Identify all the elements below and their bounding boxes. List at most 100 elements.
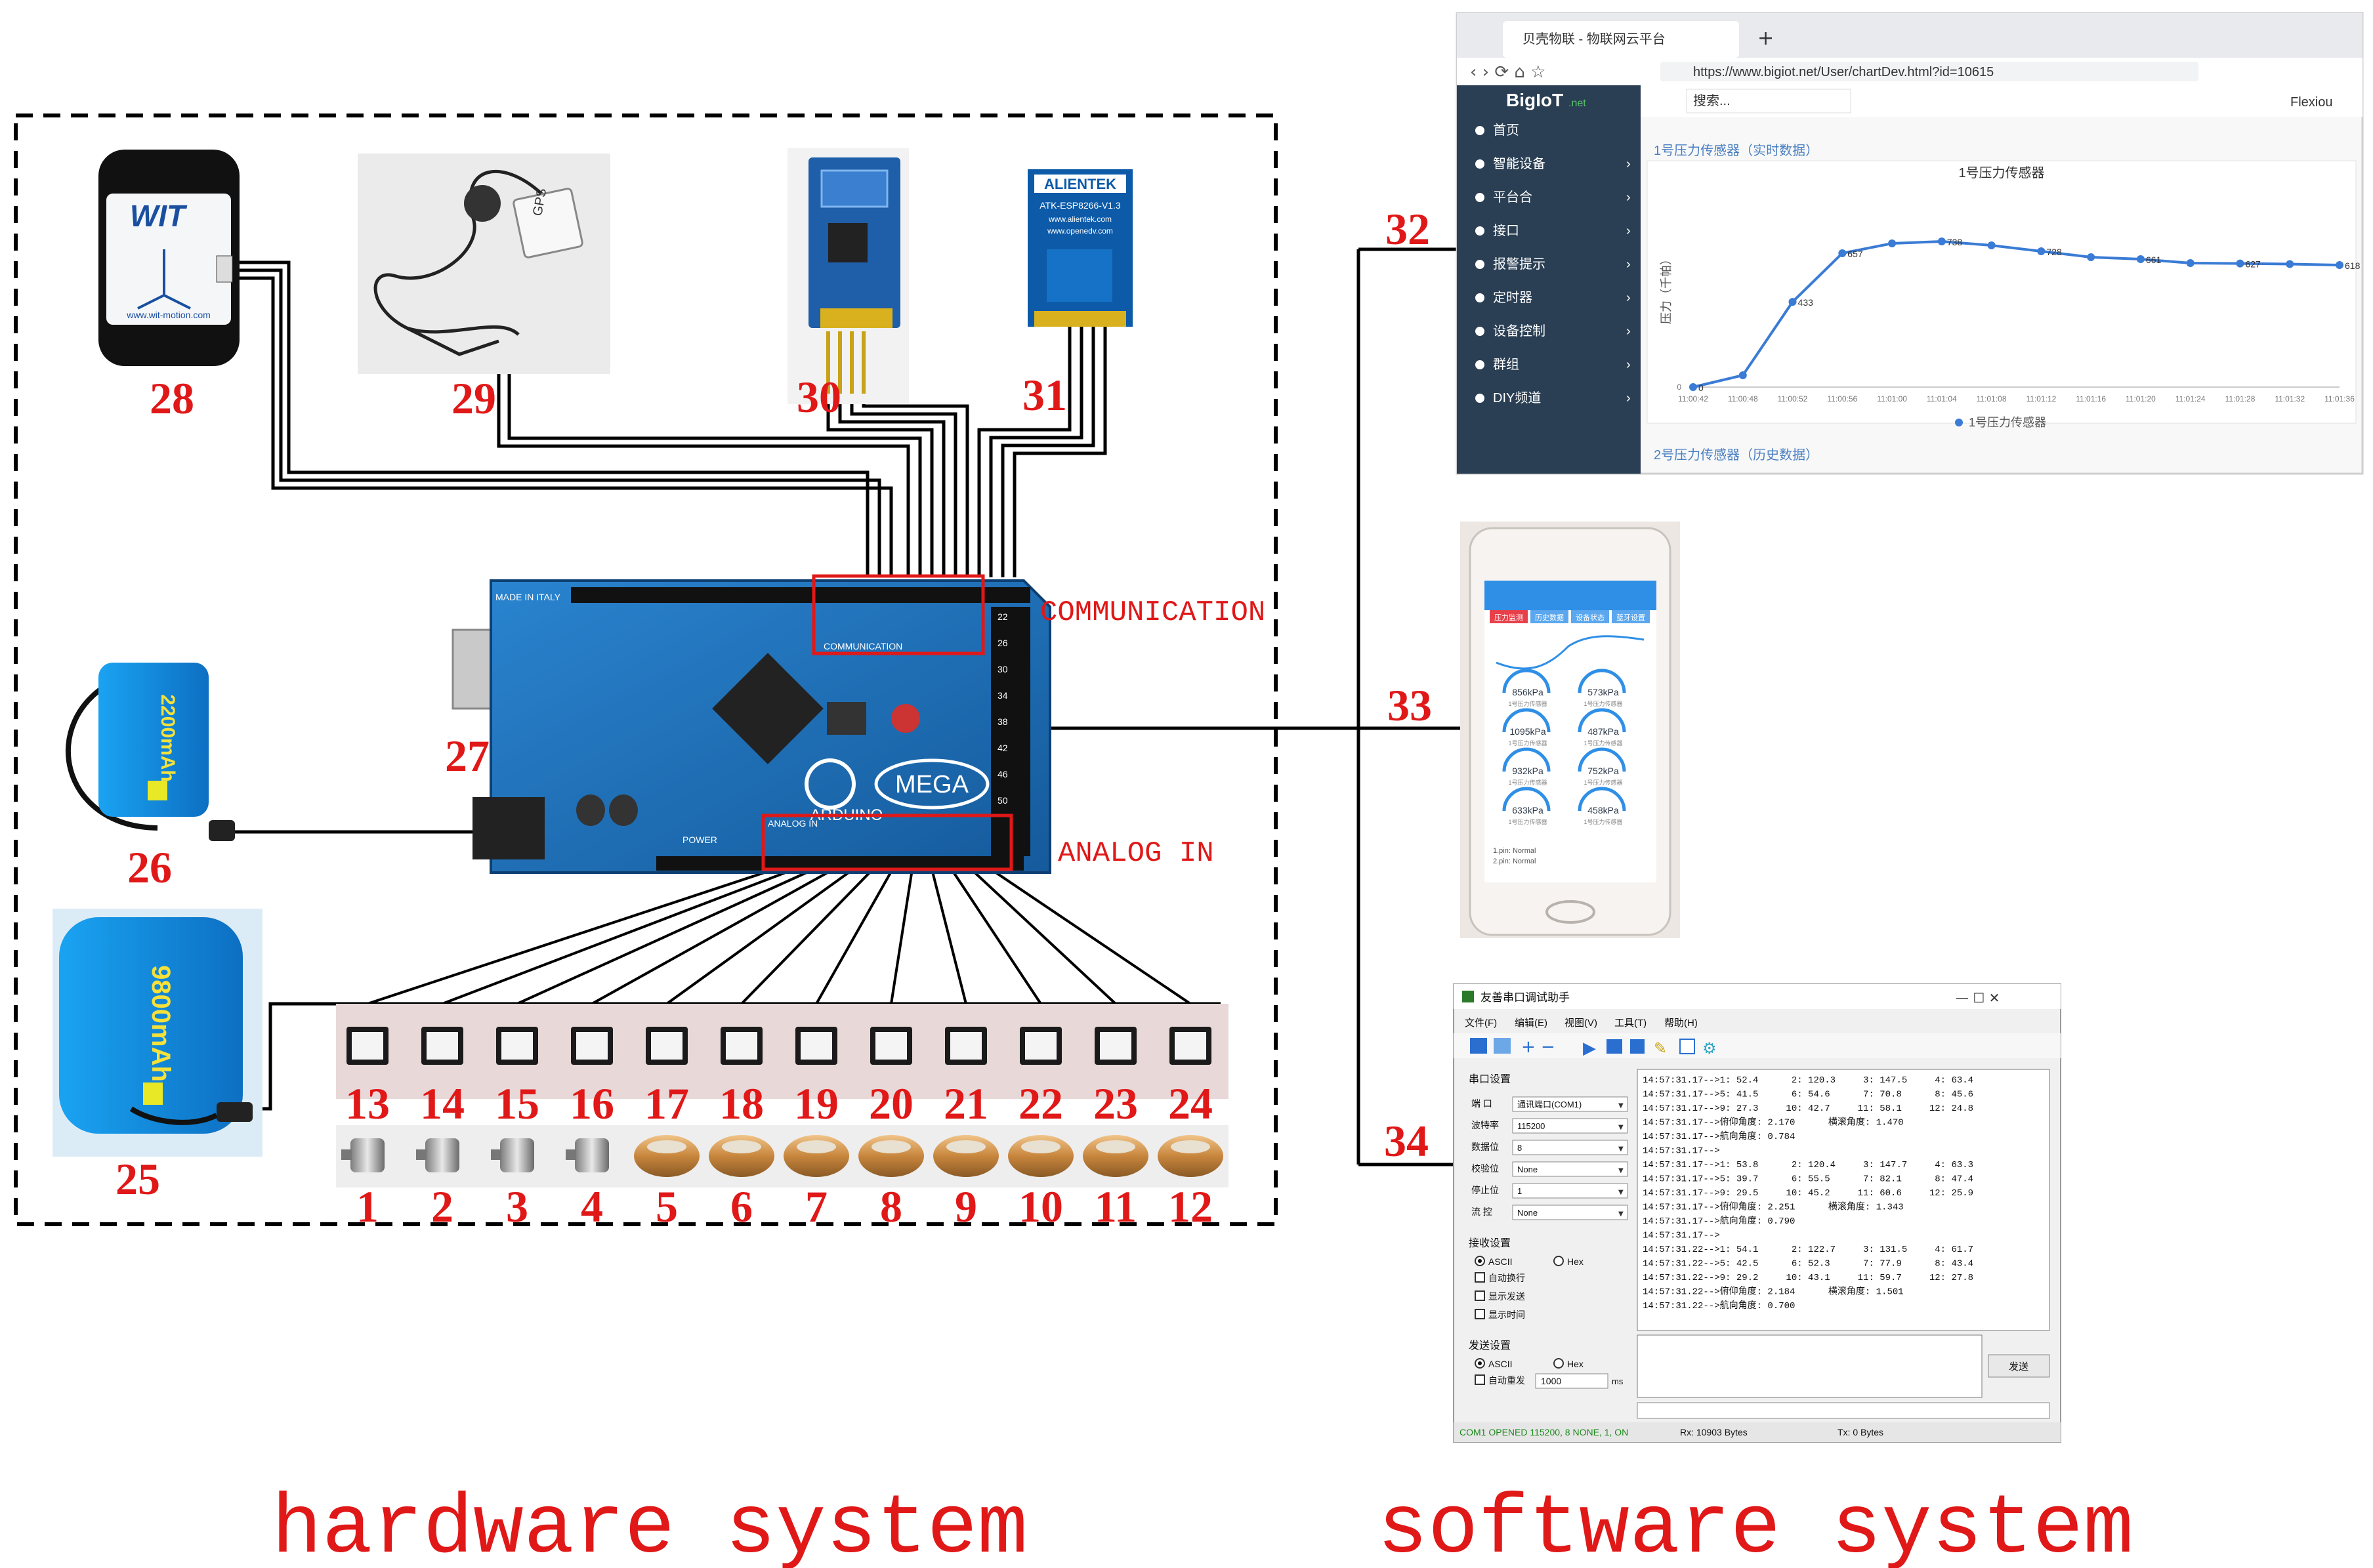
serial-row-select[interactable]: [1512, 1118, 1628, 1134]
web-menu-item[interactable]: 定时器›: [1475, 290, 1631, 305]
chart-point[interactable]: [2136, 255, 2145, 263]
web-menu-label: 接口: [1493, 223, 1519, 238]
serial-row-label: 校验位: [1471, 1163, 1499, 1174]
serial-window-buttons[interactable]: — ☐ ✕: [1956, 990, 2000, 1006]
chart-point[interactable]: [2336, 261, 2343, 269]
chart-point[interactable]: [2037, 247, 2046, 255]
gauge-value: 633kPa: [1512, 805, 1544, 815]
analog-wire-21: [931, 869, 967, 1004]
film-sensor-19: 19: [794, 1027, 839, 1128]
web-search[interactable]: [1686, 89, 1851, 113]
serial-menu-item[interactable]: 编辑(E): [1515, 1018, 1547, 1029]
gauge-arc: [1578, 747, 1626, 772]
chart-x-tick: 11:01:12: [2026, 394, 2056, 403]
chart-x-tick: 11:01:32: [2275, 394, 2305, 403]
recv-option-checkbox[interactable]: [1475, 1290, 1485, 1301]
toolbar-btn-pause[interactable]: [1606, 1039, 1622, 1054]
toolbar-btn-new[interactable]: [1494, 1038, 1511, 1054]
chart-point[interactable]: [1838, 249, 1847, 257]
serial-history-select[interactable]: [1637, 1402, 2050, 1419]
chart-point[interactable]: [1937, 237, 1946, 245]
chevron-down-icon: ▼: [1618, 1167, 1624, 1174]
gauge-value: 1095kPa: [1509, 726, 1545, 737]
serial-menu-item[interactable]: 文件(F): [1465, 1018, 1497, 1029]
chart-point[interactable]: [1888, 239, 1897, 247]
label-30: 30: [797, 372, 841, 422]
load-cell-label: 5: [656, 1182, 678, 1231]
auto-resend-checkbox[interactable]: [1475, 1374, 1485, 1385]
serial-row-select[interactable]: [1512, 1183, 1628, 1199]
analog-wire-17: [665, 868, 854, 1005]
serial-log-line: 14:57:31.17-->9: 29.5 10: 45.2 11: 60.6 …: [1643, 1188, 1973, 1199]
serial-row-select[interactable]: [1512, 1205, 1628, 1220]
web-menu-item[interactable]: 报警提示›: [1475, 257, 1631, 272]
toolbar-btn-play[interactable]: ▶: [1583, 1039, 1596, 1058]
serial-row-value: 1: [1517, 1186, 1522, 1196]
phone-tab[interactable]: [1612, 610, 1650, 623]
label-33: 33: [1387, 680, 1432, 730]
serial-row-select[interactable]: [1512, 1096, 1628, 1112]
web-nav-icons[interactable]: ‹ › ⟳ ⌂ ☆: [1470, 62, 1545, 82]
web-user[interactable]: Flexiou: [2290, 95, 2332, 110]
serial-menu-item[interactable]: 视图(V): [1564, 1018, 1597, 1029]
interval-input[interactable]: [1535, 1373, 1608, 1389]
load-cell-label: 6: [730, 1182, 753, 1231]
web-menu-item[interactable]: 群组›: [1475, 357, 1631, 372]
phone-home-button[interactable]: [1545, 900, 1595, 924]
web-address-bar[interactable]: [1660, 62, 2198, 81]
chart-point[interactable]: [1738, 371, 1747, 379]
software-title: software system: [1377, 1482, 2133, 1568]
phone-tab[interactable]: [1530, 610, 1568, 623]
chart-point[interactable]: [2286, 260, 2294, 268]
serial-row-value: 8: [1517, 1143, 1522, 1153]
toolbar-btn-add[interactable]: +: [1521, 1037, 1536, 1057]
serial-log-panel[interactable]: [1637, 1069, 2050, 1331]
film-sensor-pad: [427, 1032, 458, 1060]
load-cell-10: 10: [1008, 1135, 1074, 1231]
chart-point[interactable]: [1987, 241, 1996, 249]
recv-hex-radio[interactable]: [1553, 1256, 1564, 1266]
serial-menu-item[interactable]: 工具(T): [1614, 1018, 1647, 1029]
serial-row-label: 端 口: [1471, 1098, 1492, 1109]
toolbar-btn-remove[interactable]: −: [1541, 1037, 1555, 1057]
web-menu-item[interactable]: 设备控制›: [1475, 323, 1631, 339]
recv-option-checkbox[interactable]: [1475, 1272, 1485, 1283]
send-hex-radio[interactable]: [1553, 1358, 1564, 1369]
web-menu-item[interactable]: 首页: [1475, 123, 1519, 138]
chart-point[interactable]: [1689, 383, 1697, 391]
chart-x-tick: 11:00:42: [1678, 394, 1708, 403]
film-sensor-pad: [1100, 1032, 1131, 1060]
chart-point[interactable]: [2087, 253, 2095, 261]
serial-send-input[interactable]: [1637, 1334, 1983, 1398]
label-28: 28: [150, 373, 194, 423]
toolbar-btn-settings[interactable]: [1679, 1039, 1695, 1054]
toolbar-btn-clear[interactable]: ✎: [1654, 1039, 1667, 1058]
serial-send-button[interactable]: [1988, 1354, 2050, 1378]
toolbar-btn-open[interactable]: [1470, 1038, 1487, 1054]
bluetooth-module: [788, 148, 909, 404]
phone-tab[interactable]: [1490, 610, 1528, 623]
web-menu-item[interactable]: 平台合›: [1475, 190, 1631, 205]
load-cell-11: 11: [1083, 1135, 1148, 1231]
serial-row-select[interactable]: [1512, 1140, 1628, 1155]
chart-point[interactable]: [2236, 259, 2244, 268]
chart-point[interactable]: [2186, 259, 2194, 267]
serial-row-select[interactable]: [1512, 1161, 1628, 1177]
web-menu-item[interactable]: DIY频道›: [1475, 390, 1631, 405]
serial-row-label: 停止位: [1471, 1185, 1499, 1195]
phone-tab[interactable]: [1571, 610, 1609, 623]
web-menu-item[interactable]: 接口›: [1475, 223, 1631, 238]
web-menu-item[interactable]: 智能设备›: [1475, 156, 1631, 171]
serial-menu-item[interactable]: 帮助(H): [1664, 1018, 1698, 1029]
menu-item-icon: [1475, 226, 1484, 236]
toolbar-btn-gear[interactable]: ⚙: [1702, 1039, 1717, 1058]
chart-point[interactable]: [1788, 298, 1797, 306]
toolbar-btn-stop[interactable]: [1630, 1039, 1645, 1054]
chart-x-tick: 11:01:20: [2126, 394, 2156, 403]
web-new-tab[interactable]: +: [1757, 27, 1774, 50]
load-cell-label: 4: [581, 1182, 603, 1231]
recv-option-checkbox[interactable]: [1475, 1309, 1485, 1319]
